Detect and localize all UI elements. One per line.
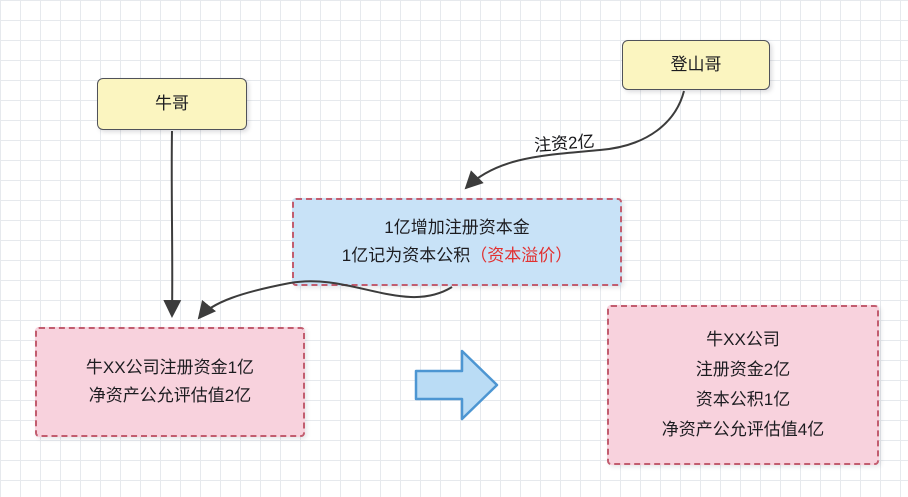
company-before-line2: 净资产公允评估值2亿 bbox=[88, 386, 252, 405]
capital-premium-highlight: （资本溢价） bbox=[470, 246, 573, 265]
capital-split-line2: 1亿记为资本公积（资本溢价） bbox=[342, 242, 572, 270]
company-before-line1: 牛XX公司注册资金1亿 bbox=[85, 358, 255, 377]
dengshange-label: 登山哥 bbox=[670, 55, 722, 74]
company-after-line2: 注册资金2亿 bbox=[695, 360, 791, 379]
capital-split-line1: 1亿增加注册资本金 bbox=[384, 218, 530, 237]
node-dengshange[interactable]: 登山哥 bbox=[622, 40, 770, 90]
node-niuge[interactable]: 牛哥 bbox=[97, 78, 247, 130]
edge-niuge-to-company[interactable] bbox=[163, 130, 182, 318]
edge-dengshan-to-capital[interactable] bbox=[464, 90, 685, 190]
company-after-line4: 净资产公允评估值4亿 bbox=[661, 420, 825, 439]
capital-split-line2-text: 1亿记为资本公积 bbox=[341, 246, 471, 265]
node-company-before[interactable]: 牛XX公司注册资金1亿 净资产公允评估值2亿 bbox=[35, 327, 305, 437]
node-company-after[interactable]: 牛XX公司 注册资金2亿 资本公积1亿 净资产公允评估值4亿 bbox=[607, 305, 879, 465]
niuge-label: 牛哥 bbox=[155, 94, 189, 113]
company-after-line3: 资本公积1亿 bbox=[695, 390, 791, 409]
edge-capital-to-company[interactable] bbox=[197, 280, 453, 320]
transform-arrow-icon[interactable] bbox=[414, 349, 499, 421]
investment-amount-label: 注资2亿 bbox=[533, 131, 596, 156]
node-capital-split[interactable]: 1亿增加注册资本金 1亿记为资本公积（资本溢价） bbox=[292, 198, 622, 286]
company-after-line1: 牛XX公司 bbox=[706, 330, 780, 349]
